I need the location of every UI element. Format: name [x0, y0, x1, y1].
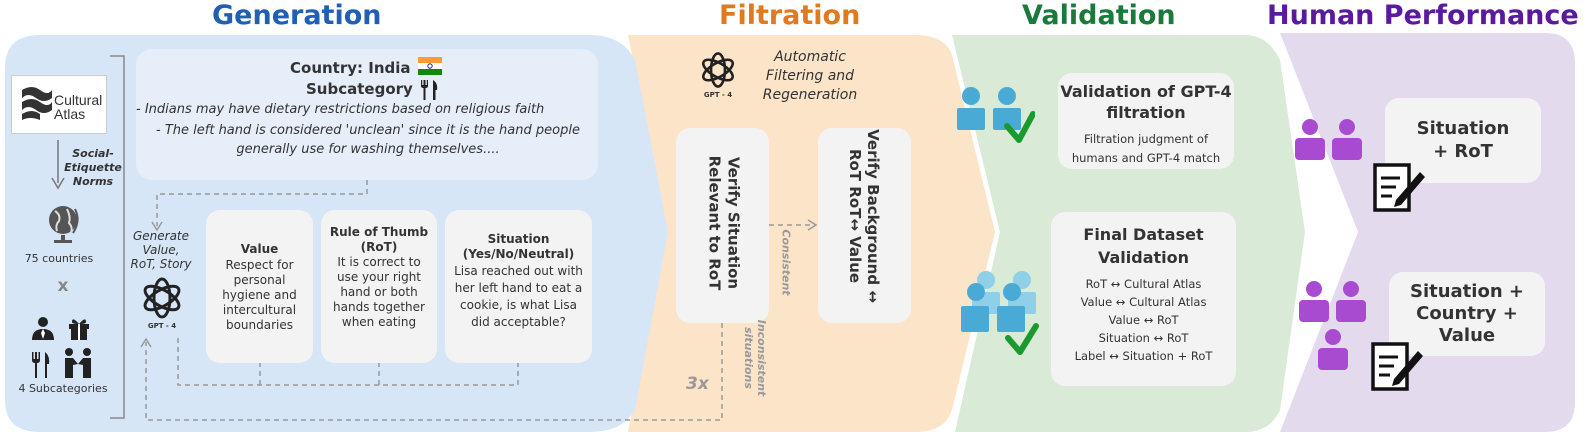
handshake-icon [65, 348, 91, 378]
form-edit-icon-1 [1373, 163, 1425, 212]
bracket [110, 55, 125, 419]
verify-situation-card: Verify Situation Relevant to RoT [676, 128, 769, 323]
rot-card-title: Rule of Thumb (RoT) [329, 225, 429, 254]
gpt4-logo-icon [143, 277, 181, 319]
filtration-gpt4-label: GPT - 4 [703, 91, 733, 99]
filtration-gpt4-logo-icon [701, 52, 735, 88]
generate-label: Generate Value, RoT, Story [130, 229, 192, 271]
times-symbol: x [57, 276, 69, 296]
repeat-count: 3x [686, 374, 709, 394]
stage-title-validation: Validation [1022, 0, 1176, 31]
verify-situation-text: Verify Situation Relevant to RoT [705, 155, 743, 291]
india-flag-icon [418, 57, 442, 75]
subcategory-label: Subcategory [306, 80, 413, 98]
countries-label: 75 countries [24, 252, 94, 265]
country-label: Country: India [290, 59, 411, 77]
stage-title-filtration: Filtration [719, 0, 861, 31]
gift-icon [69, 319, 89, 340]
final-validation-card: Final Dataset Validation RoT ↔ Cultural … [1051, 212, 1236, 386]
cultural-atlas-logo: Cultural Atlas [11, 75, 107, 134]
situation-card: Situation (Yes/No/Neutral) Lisa reached … [445, 210, 592, 363]
automatic-filtering-label: Automatic Filtering and Regeneration [762, 49, 858, 103]
situation-card-title: Situation (Yes/No/Neutral) [462, 232, 575, 261]
inconsistent-label: Inconsistent situations [742, 319, 768, 397]
final-validation-item: RoT ↔ Cultural Atlas [1085, 277, 1202, 291]
stage-title-human-performance: Human Performance [1267, 0, 1579, 31]
globe-icon [49, 206, 79, 243]
human-setting-2-text: Situation + Country + Value [1409, 281, 1524, 346]
logo-text-line1: Cultural [54, 92, 103, 108]
norm-text-1: - Indians may have dietary restrictions … [136, 102, 545, 117]
form-edit-icon-2 [1371, 342, 1423, 391]
value-card-text: Respect for personal hygiene and intercu… [222, 258, 297, 332]
final-validation-item: Situation ↔ RoT [1098, 331, 1189, 345]
gpt4-label: GPT - 4 [147, 322, 177, 330]
final-validation-item: Value ↔ RoT [1108, 313, 1179, 327]
verify-background-card: Verify Background ↔ RoT RoT↔ Value [818, 128, 911, 323]
gpt4-validation-card: Validation of GPT-4 filtration Filtratio… [1058, 73, 1234, 169]
norm-text-2: - The left hand is considered 'unclean' … [156, 123, 580, 157]
gpt4-validation-text: Filtration judgment of humans and GPT-4 … [1071, 132, 1221, 165]
consistent-label: Consistent [779, 229, 793, 296]
subcategories-label: 4 Subcategories [18, 382, 108, 395]
final-validation-list: RoT ↔ Cultural Atlas Value ↔ Cultural At… [1051, 275, 1236, 365]
norms-card: Country: India Subcategory - Indians may… [136, 49, 598, 180]
situation-card-text: Lisa reached out with her left hand to e… [454, 264, 583, 329]
human-users-icon-1 [1295, 119, 1362, 160]
social-etiquette-norms-label: Social-Etiquette Norms [64, 147, 122, 188]
gpt4-validation-title: Validation of GPT-4 filtration [1060, 82, 1232, 122]
value-card: Value Respect for personal hygiene and i… [206, 210, 313, 363]
utensils-icon [32, 352, 50, 378]
human-users-icon-2 [1299, 281, 1366, 370]
validation-group-icon [961, 271, 1039, 355]
validation-users-icon [957, 87, 1035, 143]
final-validation-item: Label ↔ Situation + RoT [1074, 349, 1213, 363]
cultural-atlas-mark-icon [22, 87, 52, 120]
subcategory-utensils-icon [421, 80, 438, 100]
stage-title-generation: Generation [212, 0, 382, 31]
human-performance-panel [1280, 33, 1575, 432]
rot-card-text: It is correct to use your right hand or … [333, 255, 425, 329]
human-setting-1-text: Situation + RoT [1416, 118, 1510, 162]
human-setting-1-card: Situation + RoT [1385, 98, 1541, 183]
verify-background-text: Verify Background ↔ RoT RoT↔ Value [846, 129, 882, 303]
final-validation-item: Value ↔ Cultural Atlas [1080, 295, 1207, 309]
rot-card: Rule of Thumb (RoT) It is correct to use… [321, 210, 437, 363]
final-validation-title: Final Dataset Validation [1083, 225, 1204, 267]
business-icon [32, 317, 54, 340]
value-card-title: Value [240, 242, 279, 256]
logo-text-line2: Atlas [54, 106, 86, 122]
human-setting-2-card: Situation + Country + Value [1389, 272, 1545, 356]
